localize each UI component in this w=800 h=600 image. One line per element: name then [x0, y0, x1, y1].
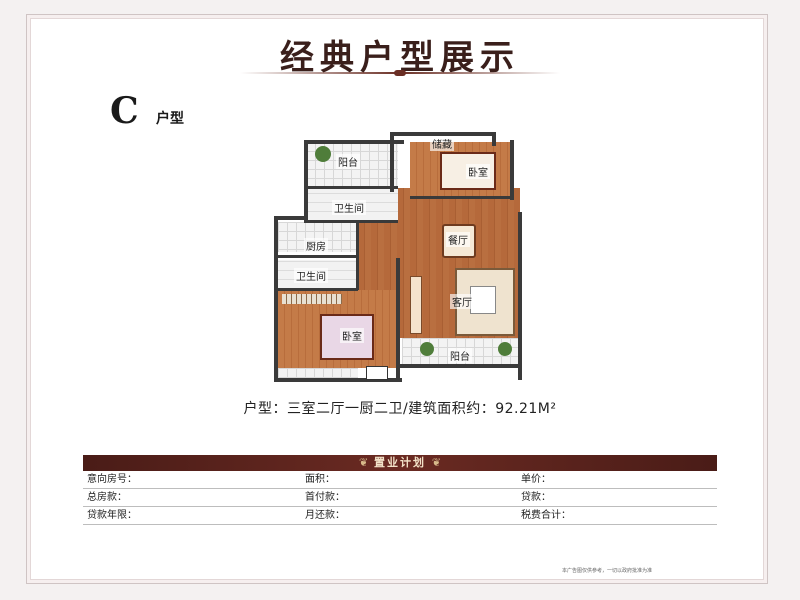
room-label-bathroom-mid: 卫生间 [294, 268, 328, 283]
title-divider-ornament [394, 70, 406, 76]
room-label-bedroom-top: 卧室 [466, 164, 490, 179]
wall [390, 132, 494, 136]
purchase-plan-title: 置业计划 [374, 456, 426, 469]
label-loan: 贷款： [521, 492, 551, 503]
bottom-strip-floor [278, 368, 358, 380]
label-total-price: 总房款： [87, 492, 127, 503]
purchase-plan-table: ❦ 置业计划 ❦ 意向房号： 面积： 单价： 总房款： 首付款： 贷款： 贷款年… [83, 455, 717, 525]
wall [274, 216, 278, 382]
wardrobe [282, 294, 342, 304]
room-label-storage: 储藏 [430, 136, 454, 151]
wall [304, 140, 308, 222]
unit-type-suffix: 户型 [156, 111, 184, 127]
label-unit-price: 单价： [521, 474, 551, 485]
wall [274, 255, 358, 258]
plant-icon [420, 342, 434, 356]
wall [390, 132, 394, 192]
ornament-left-icon: ❦ [358, 456, 369, 469]
window-icon [366, 366, 388, 380]
ornament-right-icon: ❦ [431, 456, 442, 469]
table-row: 贷款年限： 月还款： 税费合计： [83, 507, 717, 525]
wall [518, 212, 522, 380]
label-intended-unit: 意向房号： [87, 474, 137, 485]
room-label-bedroom-main: 卧室 [340, 328, 364, 343]
table-row: 总房款： 首付款： 贷款： [83, 489, 717, 507]
disclaimer-footnote: 本广告图仅供参考，一切以政府批准为准 [562, 568, 653, 574]
table-row: 意向房号： 面积： 单价： [83, 471, 717, 489]
wall [274, 216, 308, 220]
tv-cabinet [410, 276, 422, 334]
wall [274, 378, 402, 382]
unit-type-letter: C [110, 90, 139, 132]
floor-plan: 阳台 储藏 卧室 卫生间 餐厅 厨房 卫生间 客厅 卧室 阳台 [270, 128, 532, 382]
wall [304, 186, 398, 189]
label-loan-term: 贷款年限： [87, 510, 137, 521]
room-label-bathroom-top: 卫生间 [332, 200, 366, 215]
wall [304, 220, 398, 223]
unit-summary: 户型：三室二厅一厨二卫/建筑面积约：92.21M² [243, 401, 557, 417]
room-label-dining: 餐厅 [446, 232, 470, 247]
purchase-plan-header: ❦ 置业计划 ❦ [83, 455, 717, 471]
room-label-kitchen: 厨房 [304, 238, 328, 253]
label-monthly-payment: 月还款： [305, 510, 345, 521]
plant-icon [315, 146, 331, 162]
room-label-living: 客厅 [450, 294, 474, 309]
wall [410, 196, 514, 199]
wall [274, 288, 358, 291]
wall [492, 132, 496, 146]
wall [304, 140, 404, 144]
label-area: 面积： [305, 474, 335, 485]
wall [510, 140, 514, 200]
plant-icon [498, 342, 512, 356]
wall [396, 258, 400, 382]
room-label-balcony-bottom: 阳台 [448, 348, 472, 363]
wall [398, 364, 522, 368]
label-down-payment: 首付款： [305, 492, 345, 503]
room-label-balcony-top: 阳台 [336, 154, 360, 169]
label-tax-total: 税费合计： [521, 510, 571, 521]
